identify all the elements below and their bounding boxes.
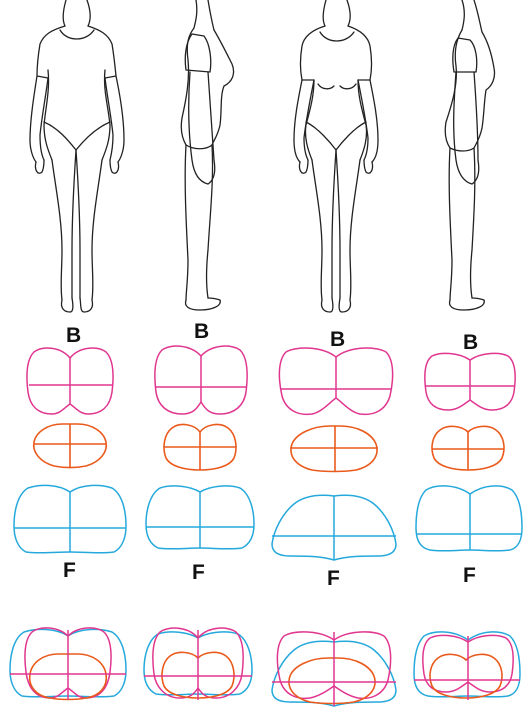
cyan-shape-3 — [272, 495, 396, 560]
overlay-shape-4 — [414, 632, 520, 700]
pink-shape-4 — [425, 353, 515, 410]
pink-shape-2 — [155, 346, 247, 414]
label-b-2: B — [194, 320, 209, 343]
orange-shape-1 — [34, 424, 107, 468]
overlay-shape-3 — [272, 632, 396, 706]
label-b-4: B — [463, 331, 478, 354]
figure-3-front — [294, 0, 378, 312]
figure-1-front — [30, 0, 124, 312]
label-f-4: F — [463, 564, 476, 587]
figure-2-side — [181, 0, 233, 310]
orange-shape-4 — [432, 426, 504, 470]
cyan-shape-2 — [146, 486, 254, 549]
figure-4-side — [445, 0, 494, 310]
cyan-shape-1 — [14, 485, 126, 553]
overlay-shape-2 — [144, 628, 252, 700]
label-f-2: F — [192, 561, 205, 584]
pink-shape-3 — [279, 348, 392, 414]
label-f-1: F — [63, 559, 76, 582]
orange-shape-2 — [164, 425, 236, 470]
label-b-1: B — [66, 324, 81, 347]
orange-shape-3 — [290, 426, 378, 472]
pink-shape-1 — [27, 348, 113, 414]
label-f-3: F — [327, 567, 340, 590]
cyan-shape-4 — [416, 486, 522, 551]
label-b-3: B — [330, 328, 345, 351]
overlay-shape-1 — [10, 628, 126, 700]
